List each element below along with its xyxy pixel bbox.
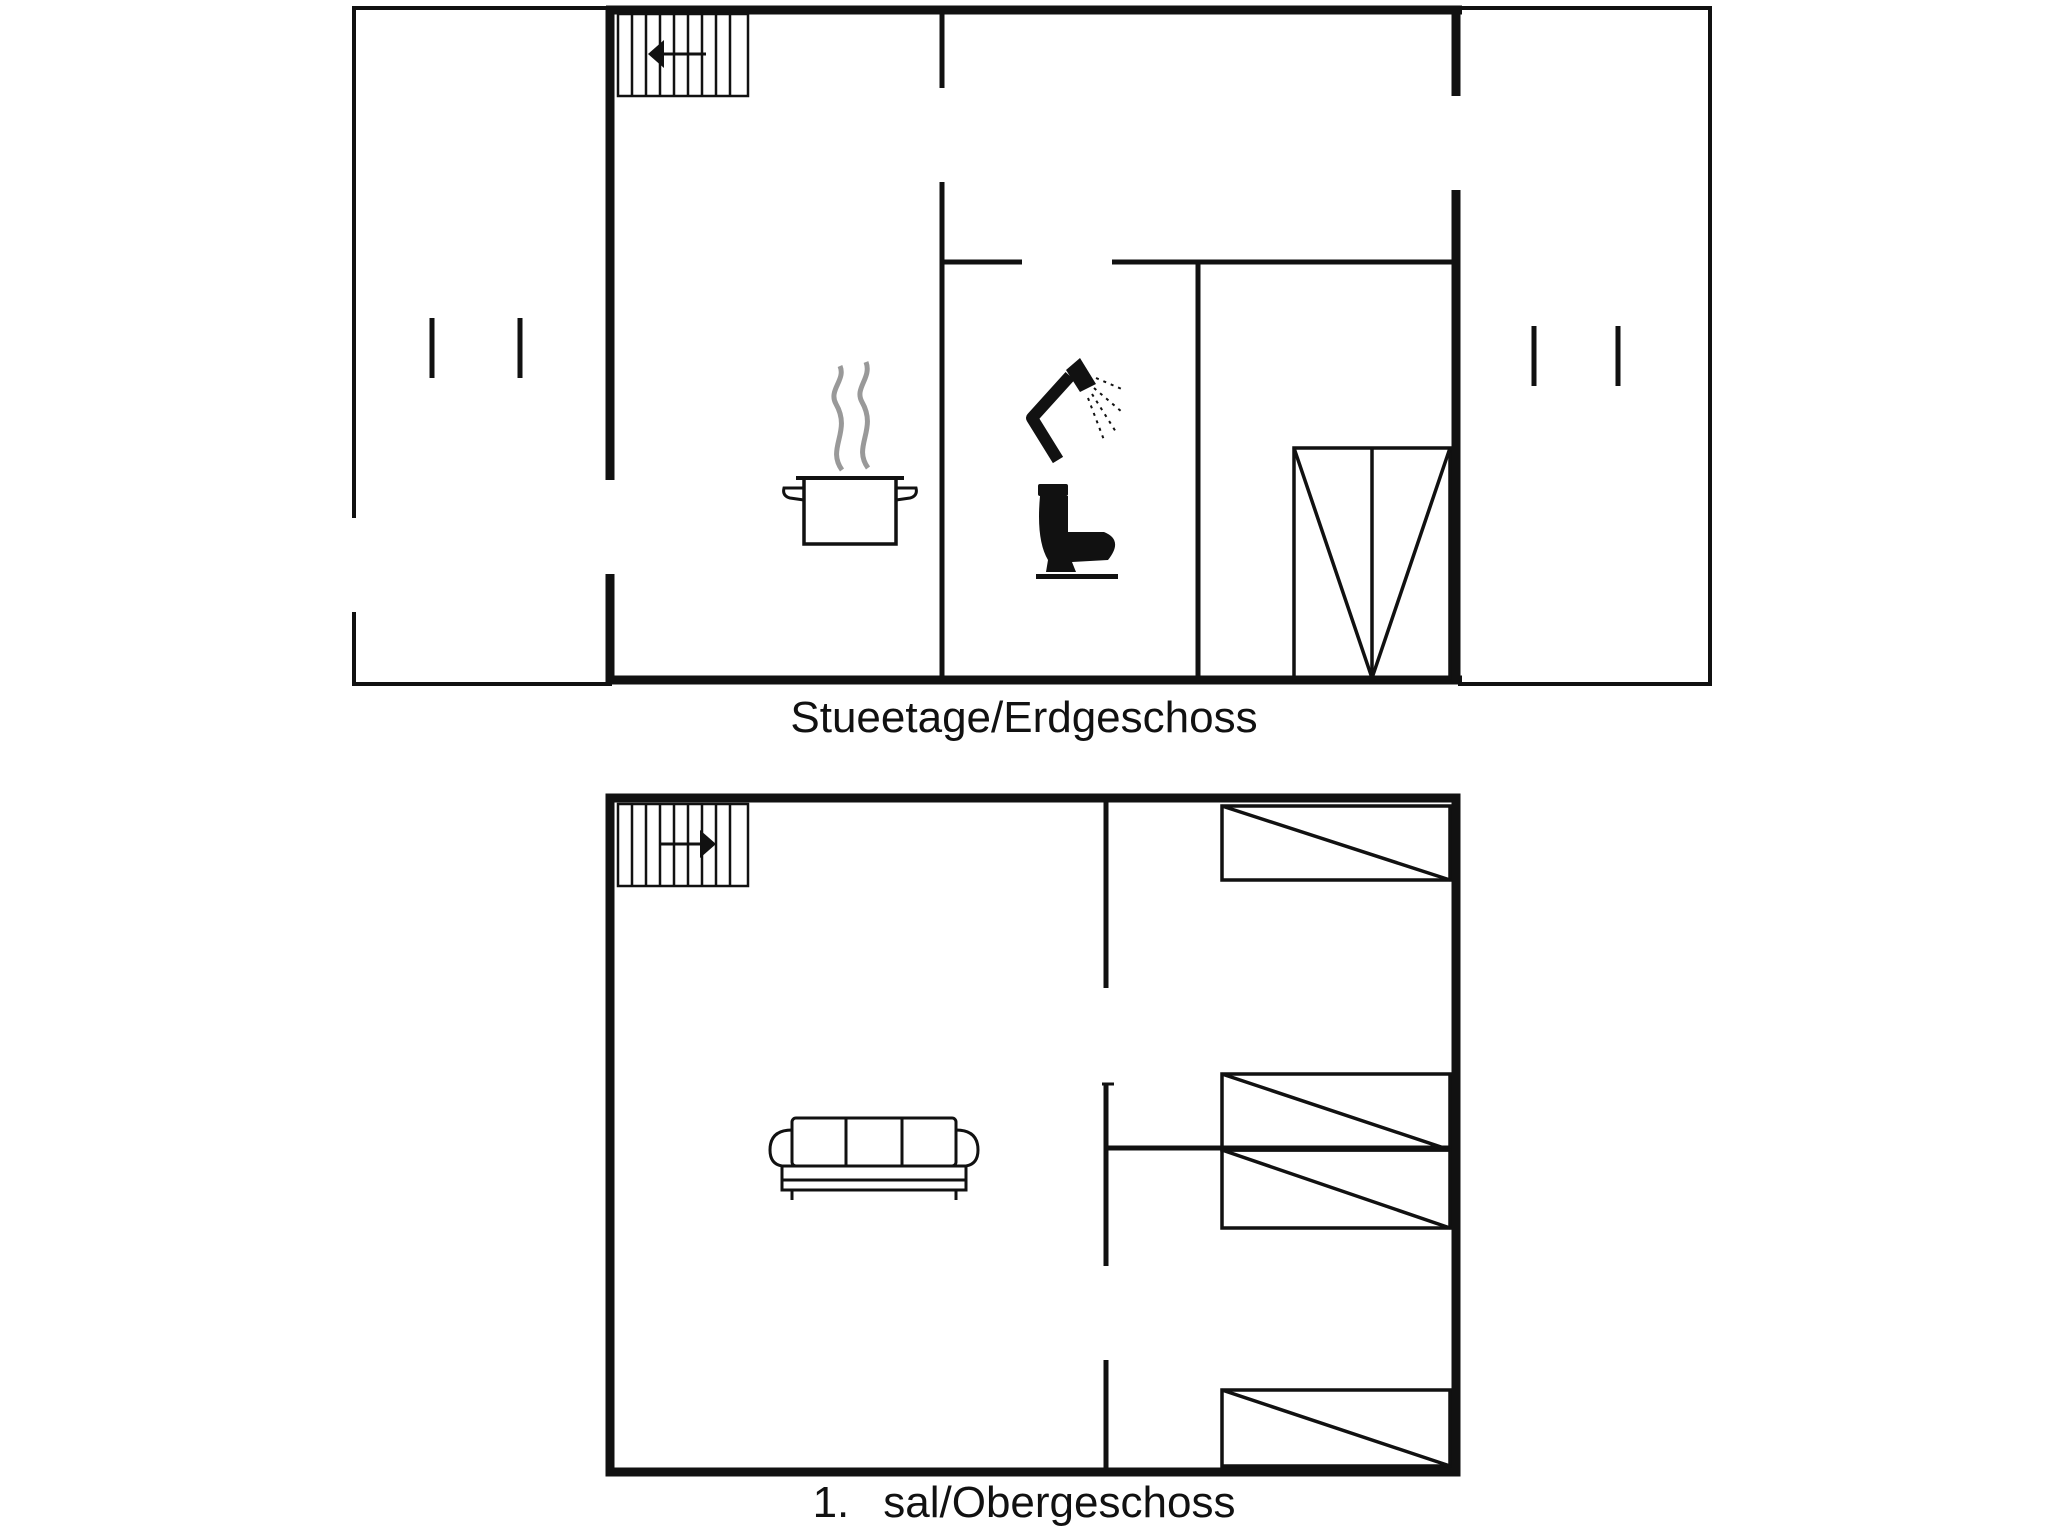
upper-floor-label-text: sal/Obergeschoss [883,1478,1236,1527]
single-bed-icon [1220,1388,1452,1468]
single-bed-icon [1220,1072,1452,1152]
left-annex [352,6,612,686]
ground-main-walls [605,5,1462,685]
single-bed-icon [1220,1148,1452,1230]
ground-floor-label: Stueetage/Erdgeschoss [790,693,1258,742]
upper-floor-label-number: 1. [812,1478,850,1527]
upper-floor-plan [605,793,1461,1477]
double-bed-icon [1292,446,1452,680]
toilet-icon [1036,484,1118,579]
upper-main-walls [605,793,1461,1477]
shower-icon [1026,358,1125,464]
staircase-up-icon [616,802,750,888]
upper-floor-label: 1. sal/Obergeschoss [0,1478,2048,1528]
staircase-down-icon [616,12,750,98]
upper-interior-walls [1102,802,1452,1468]
right-annex [1458,6,1712,686]
ground-interior-walls [939,14,1452,678]
cooking-pot-icon [782,361,918,546]
ground-floor-plan [352,5,1712,686]
sofa-icon [768,1116,980,1200]
single-bed-icon [1220,804,1452,882]
